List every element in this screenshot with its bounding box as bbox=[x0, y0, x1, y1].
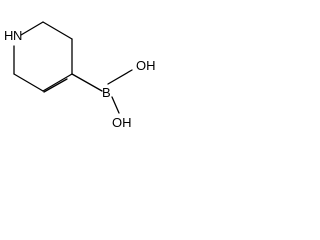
atom-hydroxyl-upper: OH bbox=[136, 58, 156, 73]
atom-hydroxyl-lower: OH bbox=[112, 115, 132, 130]
atom-h-on-nitrogen: H bbox=[4, 28, 13, 43]
bond-c4-c5 bbox=[42, 73, 73, 92]
atom-boron: B bbox=[102, 85, 111, 100]
bond-c2-c3 bbox=[42, 21, 73, 40]
bond-n-c2 bbox=[20, 21, 44, 36]
bond-c4-c5-double bbox=[43, 78, 68, 93]
bond-c4-b bbox=[71, 73, 103, 92]
atom-nitrogen: N bbox=[13, 28, 22, 43]
bond-b-oh-upper bbox=[107, 69, 133, 85]
bond-c5-c6 bbox=[13, 73, 44, 92]
structural-formula: H N B OH OH bbox=[4, 21, 156, 130]
bond-b-oh-lower bbox=[111, 96, 120, 114]
